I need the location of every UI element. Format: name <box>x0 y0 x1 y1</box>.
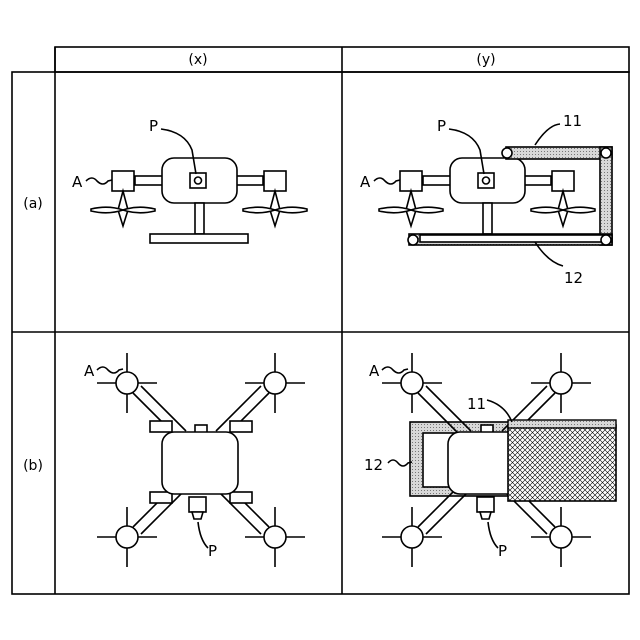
label-12-a: 12 <box>564 269 583 287</box>
label-p-y: P <box>437 117 446 135</box>
label-11-b: 11 <box>467 395 486 413</box>
label-p-by: P <box>498 542 507 560</box>
landing-base <box>150 234 248 243</box>
left-arm <box>135 176 163 185</box>
label-a-x: A <box>72 173 83 191</box>
frame-member-11-side <box>600 147 612 245</box>
propeller-right <box>243 191 307 226</box>
frame-member-11-top <box>506 147 612 159</box>
label-a-bx: A <box>84 362 95 380</box>
hinge <box>601 148 611 158</box>
side-view-drone-x: A P <box>72 117 307 243</box>
landing-strut <box>195 203 204 234</box>
label-p-bx: P <box>208 542 217 560</box>
hinge <box>502 148 512 158</box>
top-view-drone-x: A P <box>84 353 305 567</box>
label-p-x: P <box>149 117 158 135</box>
propeller-left <box>91 191 155 226</box>
top-view-drone-y: A P 11 12 <box>364 353 616 567</box>
rotor-hub <box>116 526 138 548</box>
propeller-right <box>531 191 595 226</box>
drone-body-top <box>162 432 238 494</box>
payload-lens <box>195 177 202 184</box>
rotor-hub <box>116 372 138 394</box>
column-header-x: (x) <box>188 52 207 68</box>
payload-box <box>189 497 206 512</box>
side-view-drone-y: A P 11 12 <box>360 112 612 287</box>
hinge <box>408 235 418 245</box>
rotor-hub <box>550 526 572 548</box>
rotor-hub <box>401 372 423 394</box>
row-header-a: (a) <box>23 196 43 212</box>
label-a-by: A <box>369 362 380 380</box>
label-11-a: 11 <box>563 112 582 130</box>
rotor-hub <box>264 526 286 548</box>
table-grid <box>12 47 629 594</box>
propeller-left <box>379 191 443 226</box>
frame-member-11-edge <box>508 420 616 428</box>
rotor-hub <box>264 372 286 394</box>
frame-member-11-top <box>508 425 616 501</box>
row-header-b: (b) <box>23 458 43 474</box>
column-header-y: (y) <box>476 52 495 68</box>
rotor-hub <box>550 372 572 394</box>
rotor-hub <box>401 526 423 548</box>
label-12-b: 12 <box>364 456 383 474</box>
hinge <box>601 235 611 245</box>
payload-box <box>477 497 494 512</box>
right-arm <box>235 176 263 185</box>
label-a-y: A <box>360 173 371 191</box>
